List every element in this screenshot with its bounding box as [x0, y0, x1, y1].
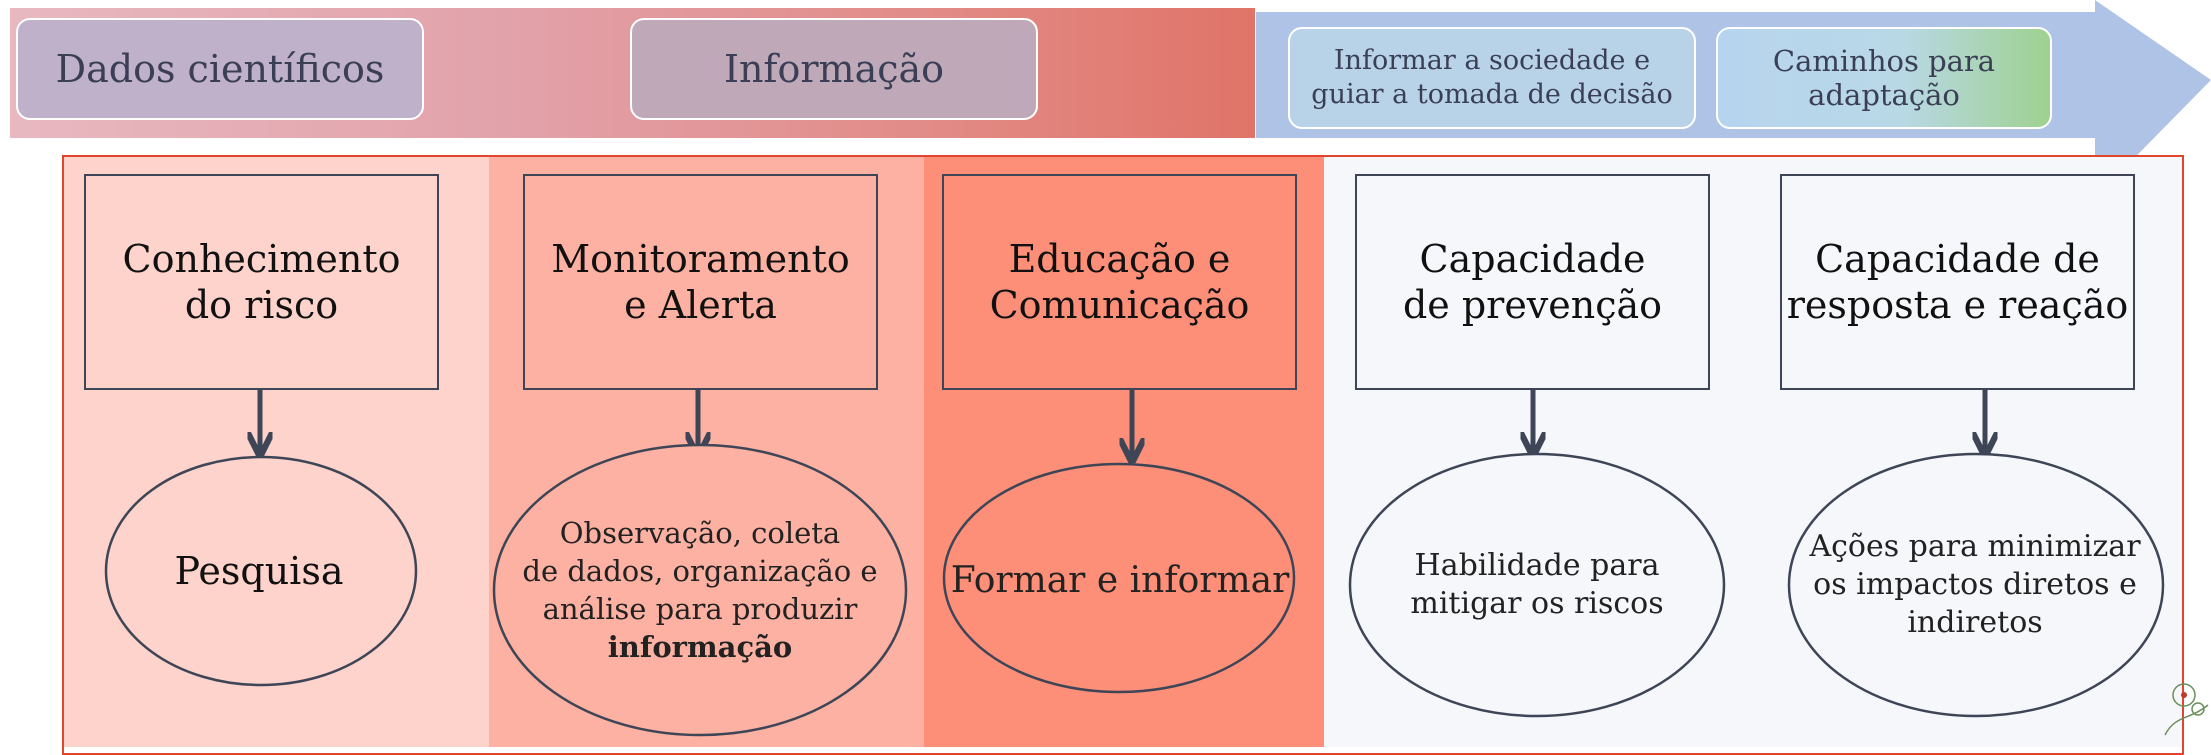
- oval-2-line3: análise para produzir: [542, 592, 858, 626]
- corner-ornament-icon: [2164, 683, 2209, 736]
- box-capacidade-prevencao: Capacidade de prevenção: [1355, 174, 1710, 390]
- oval-text-observacao: Observação, coleta de dados, organização…: [500, 455, 900, 725]
- oval-5: [1787, 452, 2165, 718]
- oval-4-line2: mitigar os riscos: [1410, 586, 1664, 621]
- box-monitoramento-alerta: Monitoramento e Alerta: [523, 174, 878, 390]
- oval-5-line2: os impactos diretos e: [1813, 567, 2137, 602]
- oval-2: [492, 443, 908, 737]
- box-5-line1: Capacidade de: [1815, 237, 2100, 281]
- box-capacidade-resposta: Capacidade de resposta e reação: [1780, 174, 2135, 390]
- top-label-sociedade: Informar a sociedade e guiar a tomada de…: [1288, 27, 1696, 129]
- box-3-line1: Educação e: [1008, 237, 1231, 281]
- oval-2-line2: de dados, organização e: [522, 554, 878, 588]
- oval-5-line1: Ações para minimizar: [1809, 529, 2141, 564]
- connectors-layer: [104, 390, 2165, 737]
- box-4-line2: de prevenção: [1402, 283, 1663, 327]
- oval-1-text: Pesquisa: [174, 549, 344, 593]
- oval-4: [1348, 452, 1726, 718]
- top-label-caminhos-line2: adaptação: [1808, 78, 1960, 112]
- box-5-line2: resposta e reação: [1786, 283, 2129, 327]
- top-label-sociedade-line2: guiar a tomada de decisão: [1311, 79, 1673, 110]
- top-label-caminhos-line1: Caminhos para: [1772, 44, 1996, 78]
- oval-text-pesquisa: Pesquisa: [108, 456, 410, 686]
- top-label-informacao-text: Informação: [723, 47, 945, 91]
- oval-text-habilidade: Habilidade para mitigar os riscos: [1352, 455, 1722, 715]
- oval-text-formar: Formar e informar: [945, 470, 1295, 690]
- top-label-informacao: Informação: [630, 18, 1038, 120]
- box-2-line1: Monitoramento: [551, 237, 850, 281]
- oval-2-line1: Observação, coleta: [559, 516, 841, 550]
- box-1-line1: Conhecimento: [122, 237, 401, 281]
- box-3-line2: Comunicação: [989, 283, 1250, 327]
- top-label-caminhos: Caminhos para adaptação: [1716, 27, 2052, 129]
- top-label-dados-text: Dados científicos: [55, 47, 385, 91]
- box-4-line1: Capacidade: [1419, 237, 1646, 281]
- box-educacao-comunicacao: Educação e Comunicação: [942, 174, 1297, 390]
- oval-3-text: Formar e informar: [950, 559, 1290, 601]
- box-2-line2: e Alerta: [624, 283, 777, 327]
- oval-4-line1: Habilidade para: [1414, 548, 1660, 583]
- oval-2-line4: informação: [607, 630, 793, 664]
- top-label-sociedade-line1: Informar a sociedade e: [1333, 45, 1651, 76]
- oval-1: [104, 455, 418, 687]
- top-label-dados: Dados científicos: [16, 18, 424, 120]
- oval-5-line3: indiretos: [1907, 605, 2043, 640]
- oval-3: [942, 462, 1296, 694]
- box-conhecimento-risco: Conhecimento do risco: [84, 174, 439, 390]
- oval-text-acoes: Ações para minimizar os impactos diretos…: [1790, 455, 2160, 715]
- box-1-line2: do risco: [184, 283, 339, 327]
